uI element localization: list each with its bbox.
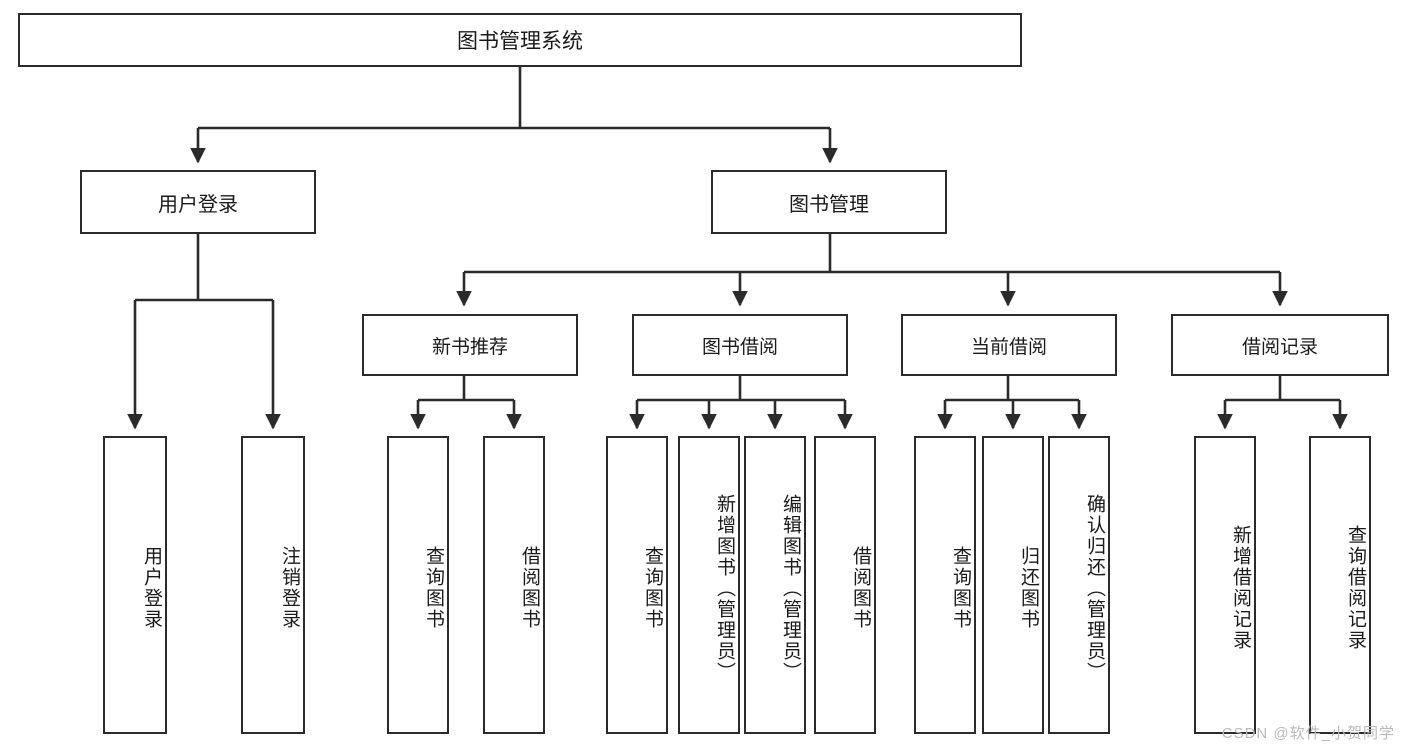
node-label: 借阅记录 [1241, 336, 1318, 358]
node-label: 借阅图书 [850, 546, 871, 630]
node-user-login[interactable]: 用户登录 [80, 170, 316, 234]
node-label: 归还图书 [1018, 546, 1039, 630]
node-current-borrow[interactable]: 当前借阅 [901, 314, 1117, 376]
node-label: 查询图书 [950, 546, 971, 630]
node-label: 图书管理 [789, 193, 869, 216]
node-label: 确认归还（管理员） [1084, 493, 1105, 683]
node-label: 当前借阅 [970, 336, 1047, 358]
watermark: CSDN @软件_小贺同学 [1221, 725, 1395, 742]
leaf-user-login[interactable]: 用户登录 [103, 436, 167, 734]
node-label: 查询图书 [423, 546, 444, 630]
leaf-add-book[interactable]: 新增图书（管理员） [678, 436, 740, 734]
leaf-query-record[interactable]: 查询借阅记录 [1309, 436, 1371, 734]
node-book-management[interactable]: 图书管理 [711, 170, 947, 234]
node-label: 新增借阅记录 [1230, 525, 1251, 651]
node-label: 图书管理系统 [457, 30, 583, 53]
leaf-edit-book[interactable]: 编辑图书（管理员） [744, 436, 806, 734]
node-label: 新增图书（管理员） [714, 493, 735, 683]
node-label: 注销登录 [279, 546, 300, 630]
node-label: 借阅图书 [519, 546, 540, 630]
leaf-confirm-return[interactable]: 确认归还（管理员） [1048, 436, 1110, 734]
node-root-system[interactable]: 图书管理系统 [18, 13, 1022, 67]
leaf-borrow-book-2[interactable]: 借阅图书 [814, 436, 876, 734]
leaf-borrow-book-1[interactable]: 借阅图书 [483, 436, 545, 734]
leaf-query-book-3[interactable]: 查询图书 [914, 436, 976, 734]
node-borrow-record[interactable]: 借阅记录 [1171, 314, 1389, 376]
leaf-return-book[interactable]: 归还图书 [982, 436, 1044, 734]
node-book-borrow[interactable]: 图书借阅 [632, 314, 848, 376]
node-label: 图书借阅 [701, 336, 778, 358]
node-label: 用户登录 [141, 546, 162, 630]
node-label: 查询借阅记录 [1345, 525, 1366, 651]
node-label: 编辑图书（管理员） [780, 493, 801, 683]
node-new-book-recommend[interactable]: 新书推荐 [362, 314, 578, 376]
node-label: 用户登录 [158, 193, 238, 216]
node-label: 新书推荐 [431, 336, 508, 358]
leaf-query-book-1[interactable]: 查询图书 [387, 436, 449, 734]
node-label: 查询图书 [642, 546, 663, 630]
leaf-logout[interactable]: 注销登录 [241, 436, 305, 734]
leaf-add-record[interactable]: 新增借阅记录 [1194, 436, 1256, 734]
leaf-query-book-2[interactable]: 查询图书 [606, 436, 668, 734]
